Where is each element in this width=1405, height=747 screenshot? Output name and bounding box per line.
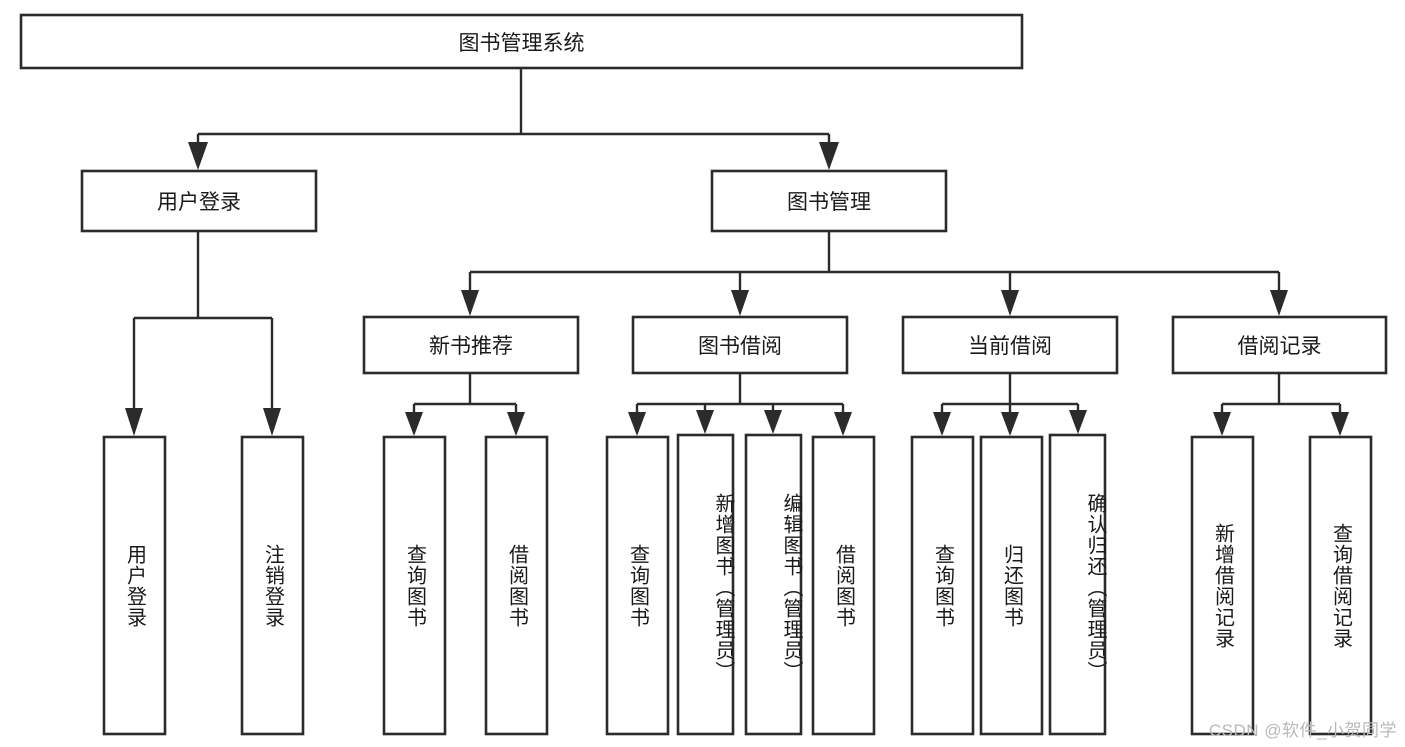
node-box-new-book-recommend[interactable] bbox=[362, 315, 580, 375]
node-box-book-mgmt[interactable] bbox=[710, 169, 948, 233]
arrowhead-to-userlogin bbox=[188, 142, 208, 170]
arrowhead-to-newbook bbox=[461, 290, 479, 316]
arrowhead-to-leaf-nb-borrow bbox=[507, 412, 525, 436]
node-box-borrow-record[interactable] bbox=[1171, 315, 1388, 375]
connector-bookborrow-trunk bbox=[635, 374, 845, 422]
connector-bookmgmt-trunk bbox=[468, 232, 1281, 298]
arrowhead-to-borrowrecord bbox=[1270, 290, 1288, 316]
connector-newbook-trunk bbox=[412, 374, 518, 422]
arrowhead-to-leaf-bb-query bbox=[628, 412, 646, 436]
arrowhead-to-leaf-bb-edit bbox=[764, 410, 782, 434]
node-box-leaf-logout[interactable] bbox=[240, 435, 305, 736]
connector-borrowrecord-trunk bbox=[1220, 374, 1342, 422]
node-box-leaf-user-login[interactable] bbox=[102, 435, 167, 736]
arrowhead-to-leaf-br-query bbox=[1331, 412, 1349, 436]
arrowhead-to-leaf-userlogin bbox=[125, 408, 143, 436]
arrowhead-to-leaf-bb-borrow bbox=[834, 412, 852, 436]
node-box-leaf-cb-query[interactable] bbox=[910, 435, 975, 736]
arrowhead-to-bookmgmt bbox=[819, 142, 839, 170]
node-box-leaf-nb-borrow[interactable] bbox=[484, 435, 549, 736]
node-box-leaf-nb-query[interactable] bbox=[382, 435, 447, 736]
node-box-leaf-bb-query[interactable] bbox=[605, 435, 670, 736]
arrowhead-to-leaf-nb-query bbox=[405, 412, 423, 436]
nodes-layer bbox=[19, 13, 1388, 736]
arrowhead-to-leaf-cb-return bbox=[1001, 412, 1019, 436]
node-box-leaf-bb-add[interactable] bbox=[676, 433, 735, 736]
arrowhead-to-leaf-cb-query bbox=[933, 412, 951, 436]
node-box-user-login[interactable] bbox=[80, 169, 318, 233]
arrowhead-to-currentborrow bbox=[1001, 290, 1019, 316]
node-box-leaf-cb-confirm[interactable] bbox=[1048, 433, 1107, 736]
node-box-book-borrow[interactable] bbox=[631, 315, 849, 375]
csdn-watermark: CSDN @软件_小贺同学 bbox=[1208, 721, 1397, 740]
node-box-root[interactable] bbox=[19, 13, 1024, 70]
arrowhead-to-bookborrow bbox=[731, 290, 749, 316]
connector-root-trunk bbox=[196, 68, 831, 158]
arrowhead-to-leaf-logout bbox=[263, 408, 281, 436]
connector-userlogin-trunk bbox=[132, 232, 274, 410]
connectors-layer bbox=[132, 68, 1342, 422]
node-box-leaf-bb-edit[interactable] bbox=[744, 433, 803, 736]
arrowhead-to-leaf-br-add bbox=[1213, 412, 1231, 436]
node-box-current-borrow[interactable] bbox=[901, 315, 1119, 375]
node-box-leaf-cb-return[interactable] bbox=[979, 435, 1044, 736]
node-box-leaf-bb-borrow[interactable] bbox=[811, 435, 876, 736]
node-box-leaf-br-query[interactable] bbox=[1308, 435, 1373, 736]
node-box-leaf-br-add[interactable] bbox=[1190, 435, 1255, 736]
arrowhead-to-leaf-bb-add bbox=[696, 410, 714, 434]
arrowheads-layer bbox=[125, 142, 1349, 436]
arrowhead-to-leaf-cb-confirm bbox=[1069, 410, 1087, 434]
